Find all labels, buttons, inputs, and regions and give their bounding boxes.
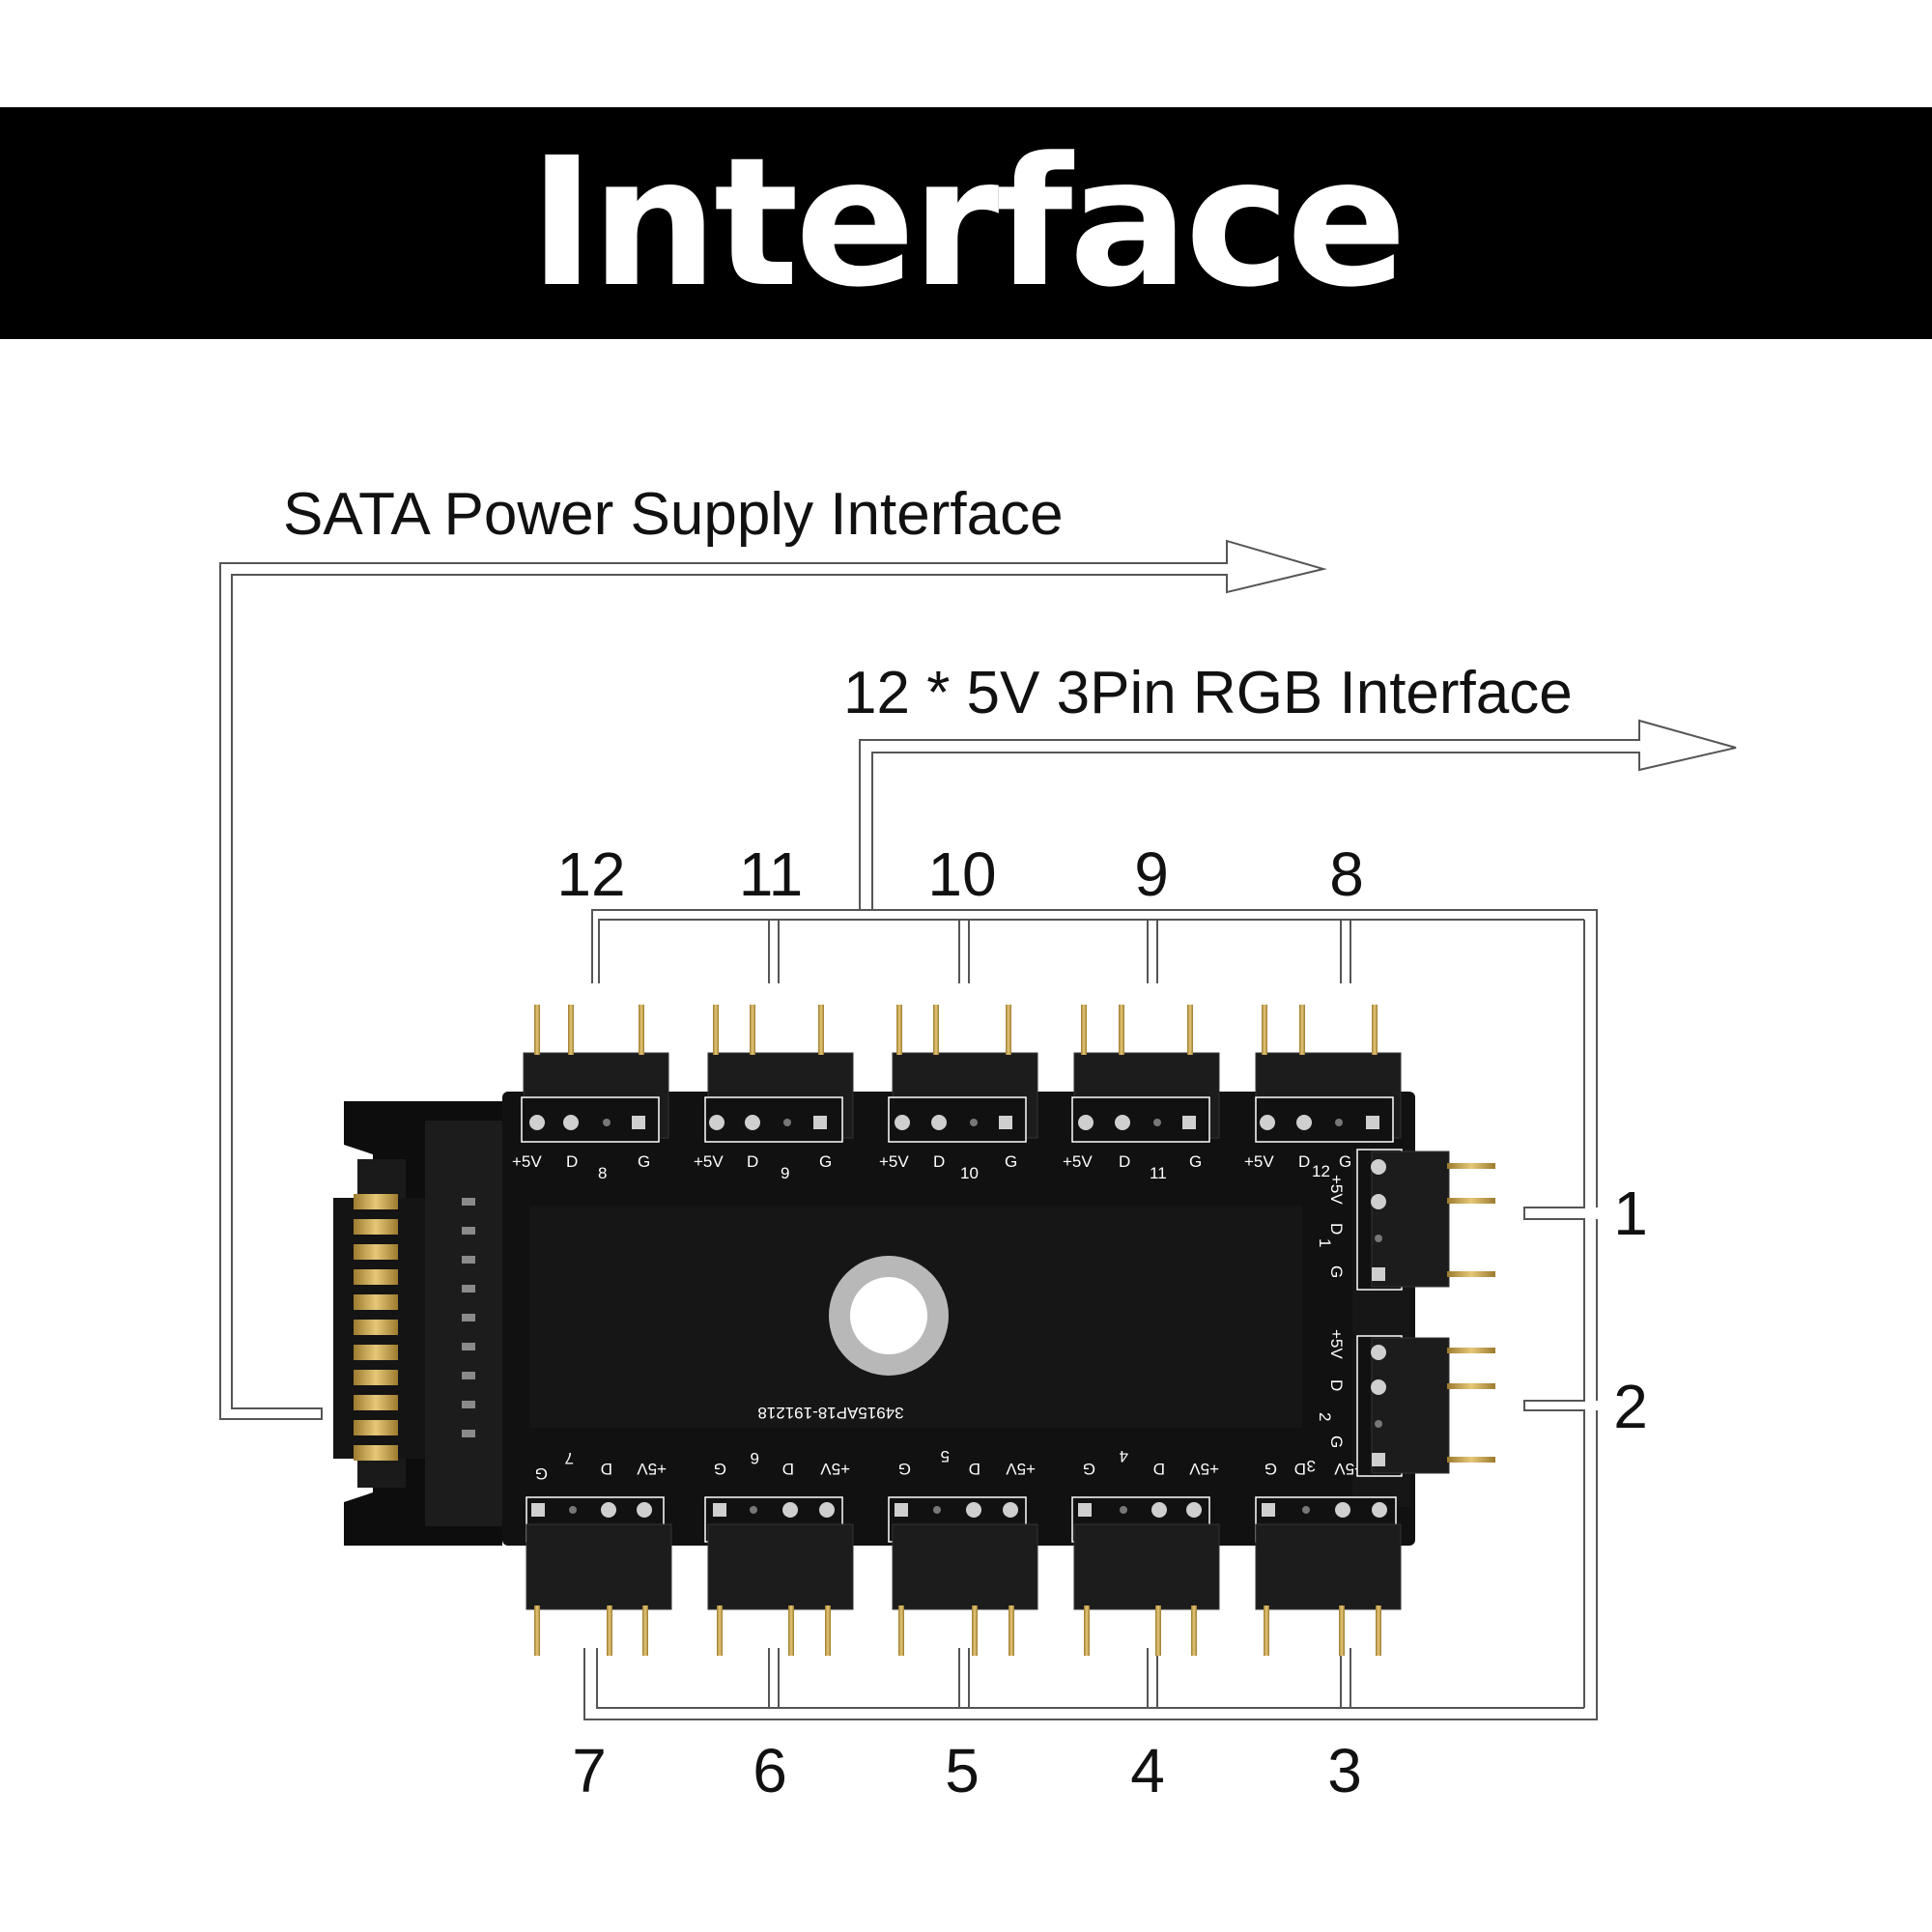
sata-gold-contacts <box>354 1194 398 1461</box>
port-number-8: 8 <box>1329 839 1364 909</box>
top-ports-bracket <box>583 909 1598 1720</box>
part-number: 34915AP18-191218 <box>757 1404 903 1422</box>
port-number-5: 5 <box>945 1736 980 1805</box>
silk-g: G <box>714 1460 726 1478</box>
silk-num: 10 <box>960 1164 979 1182</box>
silk-plus5v: +5V <box>1334 1460 1364 1478</box>
silk-d: D <box>782 1460 794 1478</box>
silk-d: D <box>566 1152 578 1171</box>
bottom-header-port-7: G 7 D +5V <box>526 1449 672 1656</box>
silk-num: 7 <box>565 1449 574 1467</box>
port-number-7: 7 <box>572 1736 607 1805</box>
sata-leader-line <box>219 539 1327 1420</box>
port-number-9: 9 <box>1134 839 1169 909</box>
silk-num: 9 <box>781 1164 789 1182</box>
silk-plus5v: +5V <box>1189 1460 1219 1478</box>
silk-d: D <box>747 1152 758 1171</box>
port-number-12: 12 <box>556 839 625 909</box>
silk-g: G <box>1189 1152 1202 1171</box>
port-number-10: 10 <box>927 839 996 909</box>
bottom-header-port-5: G 5 D +5V <box>888 1447 1038 1656</box>
silk-d: D <box>1119 1152 1130 1171</box>
port-number-2: 2 <box>1613 1372 1648 1441</box>
silk-d: D <box>1298 1152 1310 1171</box>
page-title: Interface <box>528 120 1406 327</box>
silk-g: G <box>898 1460 911 1478</box>
silk-g: G <box>1339 1152 1351 1171</box>
top-header-port-9: +5V D 11 G <box>1063 1005 1220 1182</box>
silk-g: G <box>1264 1460 1277 1478</box>
silk-plus5v: +5V <box>512 1152 542 1171</box>
port-number-3: 3 <box>1327 1736 1362 1805</box>
silk-g: G <box>1005 1152 1017 1171</box>
silk-plus5v: +5V <box>820 1460 850 1478</box>
silk-g: G <box>535 1464 548 1483</box>
top-header-port-11: +5V D 9 G <box>694 1005 854 1182</box>
silk-g: G <box>638 1152 650 1171</box>
sata-interface-label: SATA Power Supply Interface <box>283 481 1064 548</box>
silk-num: 6 <box>751 1449 759 1467</box>
silk-num: 1 <box>1316 1238 1334 1247</box>
silk-num: 5 <box>941 1447 950 1465</box>
silk-g: G <box>819 1152 832 1171</box>
silk-d: D <box>933 1152 945 1171</box>
silk-plus5v: +5V <box>637 1460 667 1478</box>
silk-num: 4 <box>1120 1447 1128 1465</box>
silk-d: D <box>1327 1223 1346 1235</box>
silk-num: 3 <box>1307 1457 1316 1475</box>
port-number-4: 4 <box>1130 1736 1165 1805</box>
silk-num: 8 <box>598 1164 607 1182</box>
silk-g: G <box>1083 1460 1095 1478</box>
silk-d: D <box>969 1460 980 1478</box>
silk-num: 11 <box>1150 1164 1167 1182</box>
port-number-1: 1 <box>1613 1179 1648 1248</box>
silk-plus5v: +5V <box>1327 1175 1346 1205</box>
silk-num: 2 <box>1316 1412 1334 1421</box>
silk-g: G <box>1327 1435 1346 1448</box>
pcb-board: 34915AP18-191218 <box>502 1092 1415 1546</box>
right-header-port-1: +5V D 1 G <box>1316 1149 1495 1291</box>
silk-plus5v: +5V <box>694 1152 724 1171</box>
bottom-header-port-6: G 6 D +5V <box>704 1449 854 1656</box>
silk-d: D <box>1327 1379 1346 1391</box>
silk-d: D <box>1294 1460 1306 1478</box>
rgb-interface-label: 12 * 5V 3Pin RGB Interface <box>843 660 1573 726</box>
silk-plus5v: +5V <box>1327 1329 1346 1359</box>
bottom-header-port-3: G 3 D +5V <box>1255 1457 1402 1656</box>
silk-d: D <box>601 1460 612 1478</box>
sata-connector <box>333 1101 502 1546</box>
top-header-port-10: +5V D 10 G <box>879 1005 1038 1182</box>
silk-plus5v: +5V <box>1006 1460 1036 1478</box>
bottom-header-port-4: G 4 D +5V <box>1071 1447 1220 1656</box>
rgb-leader-line <box>859 719 1737 911</box>
port-number-11: 11 <box>739 839 803 909</box>
right-header-port-2: +5V D 2 G <box>1316 1329 1495 1477</box>
title-band: Interface <box>0 107 1932 339</box>
silk-d: D <box>1153 1460 1165 1478</box>
port-number-6: 6 <box>753 1736 787 1805</box>
silk-num: 12 <box>1312 1162 1330 1180</box>
top-header-port-8: +5V D 12 G <box>1244 1005 1402 1180</box>
silk-g: G <box>1327 1265 1346 1278</box>
silk-plus5v: +5V <box>1063 1152 1093 1171</box>
silk-plus5v: +5V <box>1244 1152 1274 1171</box>
top-header-port-12: +5V D 8 G <box>512 1005 669 1182</box>
silk-plus5v: +5V <box>879 1152 909 1171</box>
